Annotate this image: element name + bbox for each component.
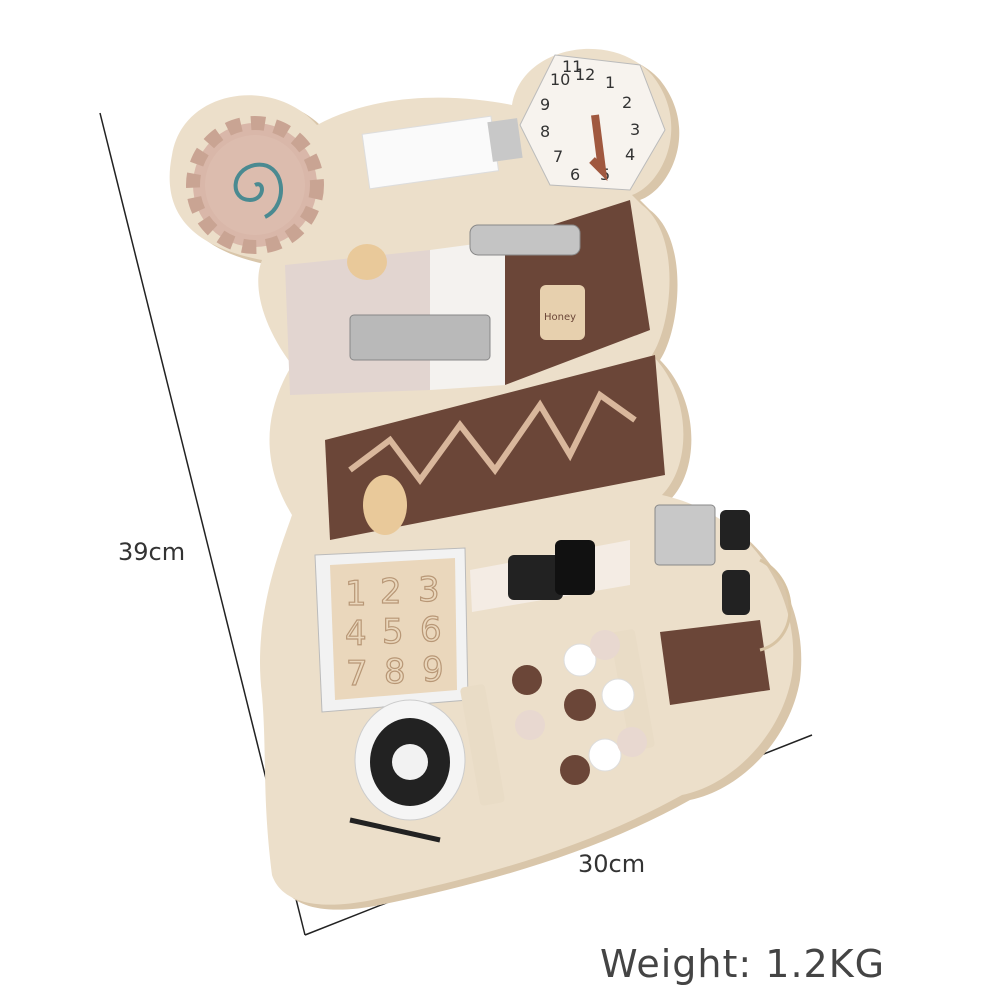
clock-number: 12 [575,65,595,84]
clock-number: 11 [562,57,582,76]
clock-number: 9 [540,95,550,114]
puzzle-tile: 7 [346,654,368,694]
weight-value: 1.2KG [765,942,886,986]
fishing-reel [349,699,466,843]
puzzle-tile: 9 [422,650,444,690]
clock-number: 10 [550,70,570,89]
barrel-label: Honey [544,312,576,323]
height-label: 39cm [118,538,186,566]
clock-number: 2 [622,93,632,112]
lock-and-key [654,504,792,705]
weight-label: Weight: [600,942,753,986]
clock-number: 1 [605,73,615,92]
puzzle-tile: 2 [380,572,402,612]
weight-caption: Weight: 1.2KG [600,942,885,986]
abacus [460,629,655,806]
puzzle-tile: 5 [382,612,404,652]
puzzle-tile: 6 [420,610,442,650]
width-label: 30cm [578,850,646,878]
buckle-strap [470,540,630,612]
puzzle-tile: 4 [345,614,367,654]
zigzag-maze [325,355,665,540]
spinning-gear [186,116,324,254]
puzzle-tile: 8 [384,652,406,692]
puzzle-tile: 3 [418,570,440,610]
clock-number: 4 [625,145,635,164]
puzzle-tile: 1 [345,574,367,614]
clock-number: 8 [540,122,550,141]
clock-number: 7 [553,147,563,166]
clock-number: 3 [630,120,640,139]
number-puzzle [314,547,469,713]
clock-number: 6 [570,165,580,184]
latch-panel: Honey [285,200,650,395]
clock: 12 1 2 3 4 5 6 7 8 9 10 11 [519,54,666,191]
